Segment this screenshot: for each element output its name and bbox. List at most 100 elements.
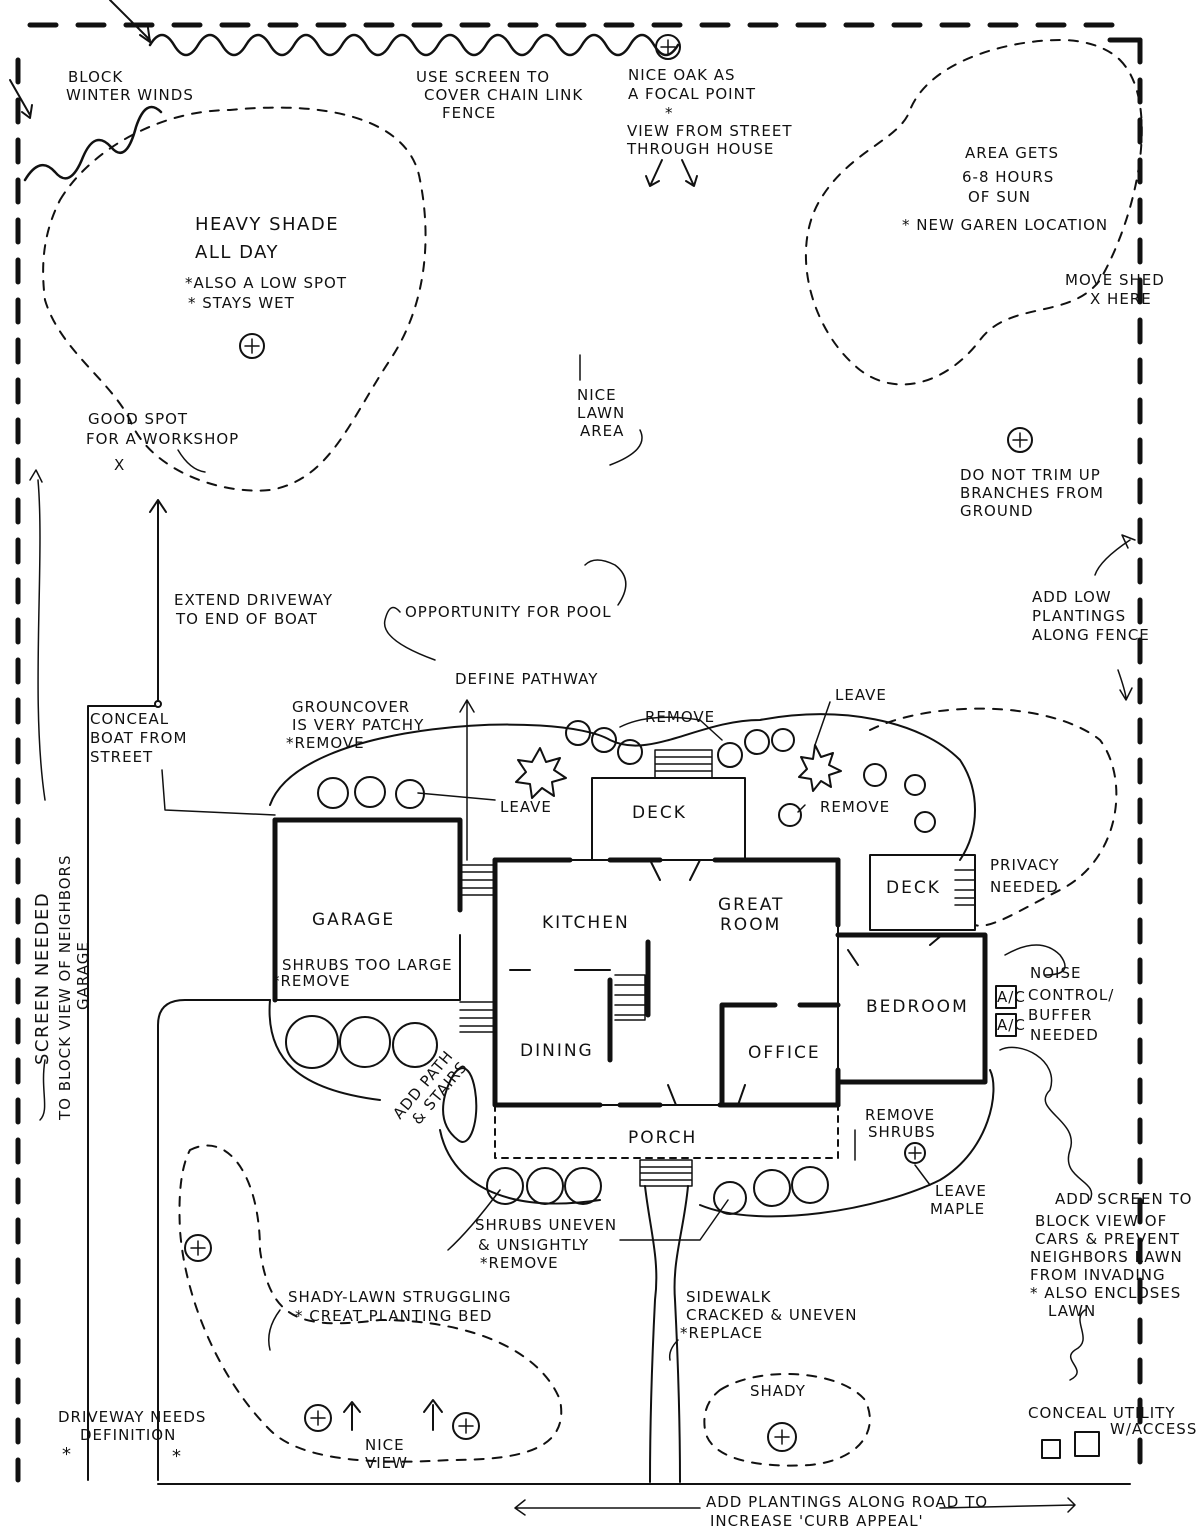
room-garage: GARAGE xyxy=(312,910,395,930)
wind-arrows xyxy=(9,0,151,119)
tree-front-left xyxy=(184,1234,212,1262)
shrubs-porch-right xyxy=(713,1166,829,1215)
room-deck-side: DECK xyxy=(886,878,941,898)
note-add-screen-6: * ALSO ENCLOSES xyxy=(1030,1284,1181,1302)
note-remove-shrubs-2: SHRUBS xyxy=(868,1123,936,1141)
label-ac-1: A/C xyxy=(997,988,1026,1006)
note-block-winds-2: WINTER WINDS xyxy=(66,86,194,104)
note-move-shed-2: X HERE xyxy=(1090,290,1152,308)
note-leave-top: LEAVE xyxy=(835,686,887,704)
note-sun-4: * NEW GAREN LOCATION xyxy=(902,216,1108,234)
note-screen-needed-group: SCREEN NEEDED xyxy=(32,892,53,1065)
note-remove-right: REMOVE xyxy=(820,798,890,816)
note-screen-needed-2: TO BLOCK VIEW OF NEIGHBORS xyxy=(56,854,74,1121)
note-nice-oak-2: A FOCAL POINT xyxy=(628,85,756,103)
room-porch: PORCH xyxy=(628,1128,697,1148)
curb-arrow xyxy=(514,1497,1076,1516)
note-sidewalk-2: CRACKED & UNEVEN xyxy=(686,1306,858,1324)
note-privacy-2: NEEDED xyxy=(990,878,1059,896)
tree-shady xyxy=(767,1422,797,1452)
note-driveway-def-2: DEFINITION xyxy=(80,1426,176,1444)
note-noise-1: NOISE xyxy=(1030,964,1081,982)
note-conceal-utility-1: CONCEAL UTILITY xyxy=(1028,1404,1176,1422)
note-conceal-utility-2: W/ACCESS xyxy=(1110,1420,1197,1438)
note-workshop-1: GOOD SPOT xyxy=(88,410,188,428)
note-driveway-def-1: DRIVEWAY NEEDS xyxy=(58,1408,206,1426)
note-noise-4: NEEDED xyxy=(1030,1026,1099,1044)
note-add-screen-1: ADD SCREEN TO xyxy=(1055,1190,1192,1208)
shrubs-porch-left xyxy=(486,1167,602,1205)
note-screen-needed-1: SCREEN NEEDED xyxy=(32,892,53,1065)
back-planting-bed xyxy=(269,713,976,861)
note-do-not-trim-1: DO NOT TRIM UP xyxy=(960,466,1101,484)
note-add-screen-3: CARS & PREVENT xyxy=(1035,1230,1180,1248)
note-add-screen-5: FROM INVADING xyxy=(1030,1266,1166,1284)
note-shrubs-uneven-1: SHRUBS UNEVEN xyxy=(475,1216,617,1234)
room-deck-back: DECK xyxy=(632,803,687,823)
note-add-screen-4: NEIGHBORS LAWN xyxy=(1030,1248,1183,1266)
utility-boxes xyxy=(1041,1431,1100,1459)
note-shrubs-large-1: SHRUBS TOO LARGE xyxy=(282,956,453,974)
note-leave-left: LEAVE xyxy=(500,798,552,816)
driveway xyxy=(87,499,271,1481)
note-groundcover-2: IS VERY PATCHY xyxy=(292,716,424,734)
note-screen-needed-3: GARAGE xyxy=(74,941,92,1010)
note-sidewalk-1: SIDEWALK xyxy=(686,1288,772,1306)
shade-area-outline xyxy=(42,106,427,492)
note-add-low-1: ADD LOW xyxy=(1032,588,1112,606)
note-workshop-2: FOR A WORKSHOP xyxy=(86,430,239,448)
room-kitchen: KITCHEN xyxy=(542,913,630,933)
shady-lawn-bed xyxy=(178,1144,563,1463)
note-extend-driveway-2: TO END OF BOAT xyxy=(175,610,318,628)
note-do-not-trim-3: GROUND xyxy=(960,502,1034,520)
note-define-pathway: DEFINE PATHWAY xyxy=(455,670,598,688)
note-add-screen-2: BLOCK VIEW OF xyxy=(1035,1212,1167,1230)
sidewalk xyxy=(644,1185,689,1483)
note-move-shed-1: MOVE SHED xyxy=(1065,271,1165,289)
note-do-not-trim-2: BRANCHES FROM xyxy=(960,484,1104,502)
note-nice-view-2: VIEW xyxy=(365,1454,408,1472)
note-leave-maple-1: LEAVE xyxy=(935,1182,987,1200)
note-use-screen-1: USE SCREEN TO xyxy=(416,68,550,86)
tree-front-2 xyxy=(452,1412,480,1440)
tree-shade xyxy=(239,333,265,359)
shrubs-back-left xyxy=(317,776,425,809)
note-privacy-1: PRIVACY xyxy=(990,856,1060,874)
room-dining: DINING xyxy=(520,1041,594,1061)
note-nice-lawn-3: AREA xyxy=(580,422,624,440)
note-shady-lawn-2: * CREAT PLANTING BED xyxy=(295,1307,492,1325)
note-conceal-boat-1: CONCEAL xyxy=(90,710,169,728)
note-shady: SHADY xyxy=(750,1382,806,1400)
note-shrubs-uneven-2: & UNSIGHTLY xyxy=(478,1236,589,1254)
note-nice-oak-3: * xyxy=(665,104,674,122)
room-great-1: GREAT xyxy=(718,895,784,915)
privacy-bed xyxy=(869,707,1118,927)
shrubs-back-deck xyxy=(565,720,936,833)
house xyxy=(272,749,988,1187)
tree-east xyxy=(1007,427,1033,453)
note-view-street-2: THROUGH HOUSE xyxy=(626,140,774,158)
property-boundary xyxy=(15,22,1143,1483)
note-workshop-3: X xyxy=(114,456,125,474)
room-office: OFFICE xyxy=(748,1043,821,1063)
note-shrubs-large-2: *REMOVE xyxy=(272,972,351,990)
note-screen-needed-group-3: GARAGE xyxy=(74,941,92,1010)
note-add-screen-7: LAWN xyxy=(1048,1302,1096,1320)
tree-front-1 xyxy=(304,1404,332,1432)
leader-lines xyxy=(29,354,1136,1381)
shady-bed xyxy=(703,1373,871,1467)
note-heavy-shade-3: *ALSO A LOW SPOT xyxy=(185,274,347,292)
note-use-screen-3: FENCE xyxy=(442,104,496,122)
tree-oak xyxy=(655,34,681,60)
note-add-path-group: ADD PATH & STAIRS xyxy=(389,1047,471,1128)
note-use-screen-2: COVER CHAIN LINK xyxy=(424,86,583,104)
ac-units xyxy=(995,985,1017,1037)
note-shrubs-uneven-3: *REMOVE xyxy=(480,1254,559,1272)
note-star-1: * xyxy=(62,1444,73,1465)
note-add-low-2: PLANTINGS xyxy=(1032,607,1126,625)
note-star-2: * xyxy=(172,1446,183,1467)
note-heavy-shade-4: * STAYS WET xyxy=(188,294,295,312)
note-sun-3: OF SUN xyxy=(968,188,1031,206)
label-ac-2: A/C xyxy=(997,1016,1026,1034)
